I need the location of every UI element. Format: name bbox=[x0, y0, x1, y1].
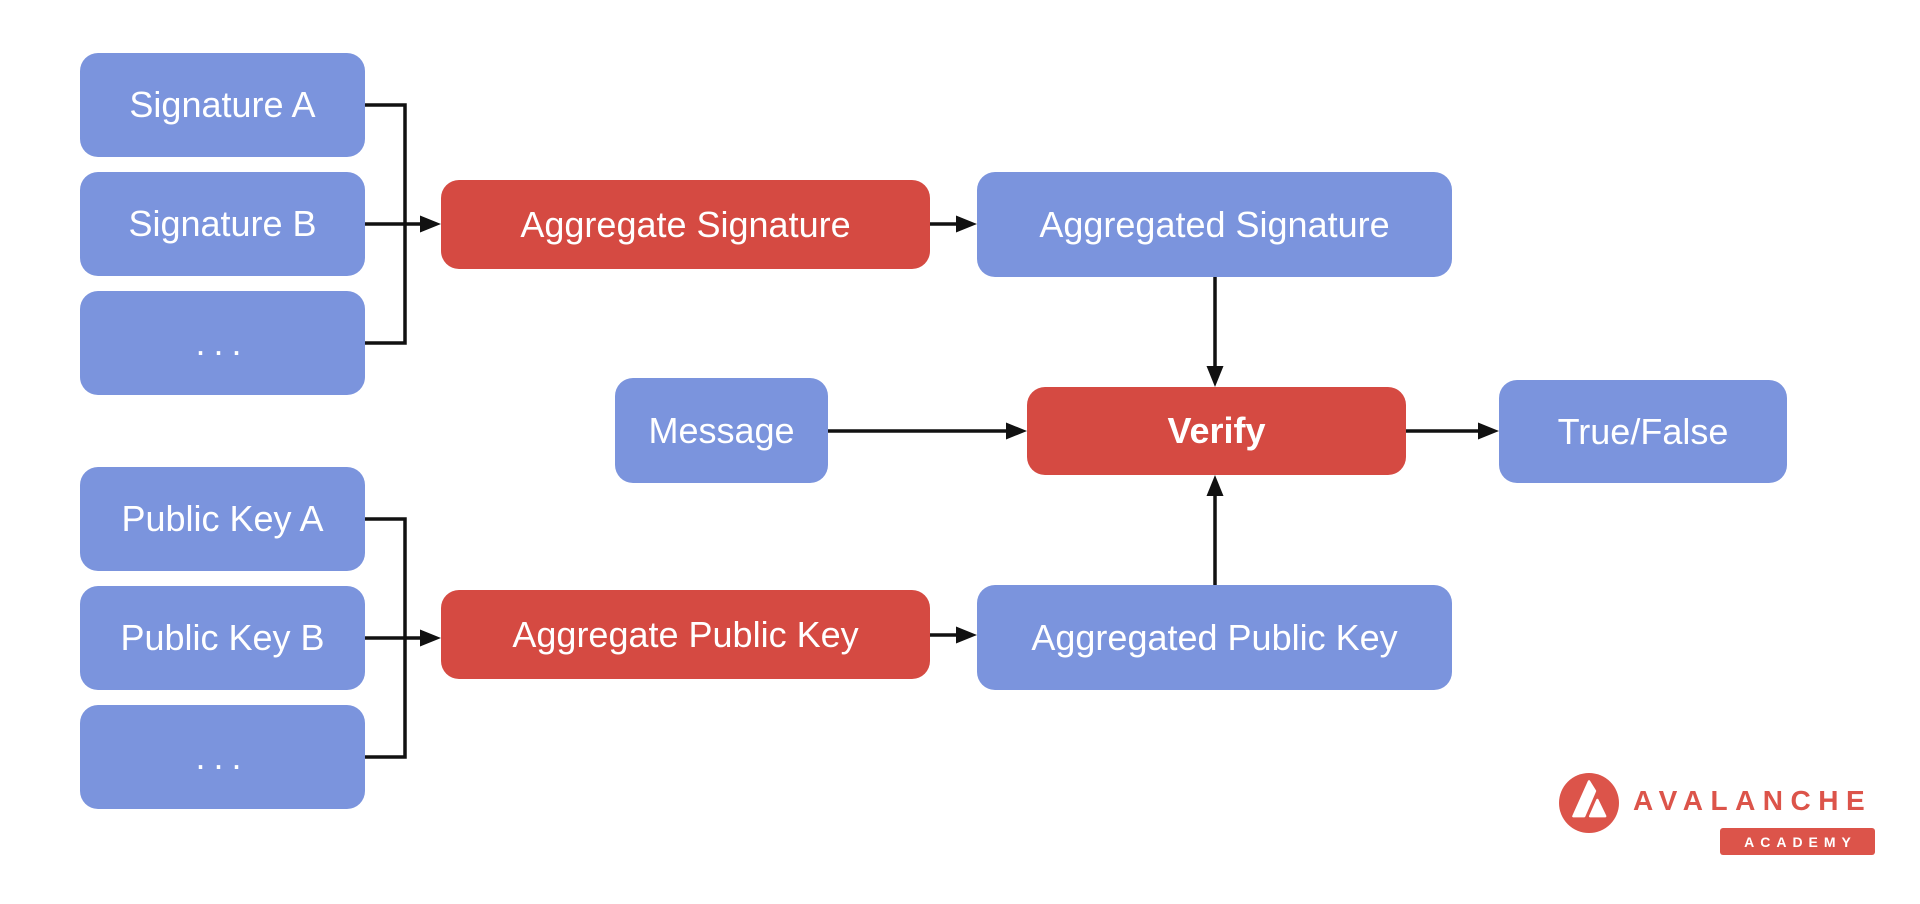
node-signature-more: ... bbox=[80, 291, 365, 395]
logo-brand-text: AVALANCHE bbox=[1633, 785, 1873, 816]
avalanche-academy-logo: AVALANCHE ACADEMY bbox=[1559, 773, 1889, 863]
node-verify: Verify bbox=[1027, 387, 1406, 475]
node-label: True/False bbox=[1557, 410, 1729, 452]
edge-aggdsig-verify-arrowhead bbox=[1206, 366, 1224, 387]
node-label: Public Key A bbox=[121, 498, 324, 539]
node-label: Message bbox=[648, 409, 795, 451]
edge-message-verify-arrowhead bbox=[1006, 422, 1027, 440]
node-public-key-more: ... bbox=[80, 705, 365, 809]
edge-aggsig-arrowhead bbox=[956, 215, 977, 233]
node-label: Signature A bbox=[129, 84, 316, 125]
node-true-false: True/False bbox=[1499, 380, 1787, 483]
node-public-key-b: Public Key B bbox=[80, 586, 365, 690]
edge-public-key-b-arrowhead bbox=[420, 629, 441, 647]
logo-academy-badge: ACADEMY bbox=[1720, 828, 1875, 855]
node-aggregated-signature: Aggregated Signature bbox=[977, 172, 1452, 277]
node-aggregated-public-key: Aggregated Public Key bbox=[977, 585, 1452, 690]
node-label: ... bbox=[195, 736, 250, 777]
node-label: Aggregate Public Key bbox=[512, 613, 859, 655]
node-label: Aggregated Public Key bbox=[1031, 616, 1398, 658]
avalanche-logo-icon bbox=[1559, 773, 1619, 833]
edge-aggdpk-verify-arrowhead bbox=[1206, 475, 1224, 496]
edge-verify-truefalse-arrowhead bbox=[1478, 422, 1499, 440]
node-signature-a: Signature A bbox=[80, 53, 365, 157]
node-message: Message bbox=[615, 378, 828, 483]
node-aggregate-signature: Aggregate Signature bbox=[441, 180, 930, 269]
edge-aggpk-arrowhead bbox=[956, 626, 977, 644]
node-label: ... bbox=[195, 322, 250, 363]
node-public-key-a: Public Key A bbox=[80, 467, 365, 571]
node-signature-b: Signature B bbox=[80, 172, 365, 276]
node-label: Signature B bbox=[128, 203, 317, 244]
edge-signature-b-arrowhead bbox=[420, 215, 441, 233]
node-aggregate-public-key: Aggregate Public Key bbox=[441, 590, 930, 679]
node-label: Aggregated Signature bbox=[1039, 203, 1390, 245]
node-label: Verify bbox=[1167, 410, 1266, 451]
node-label: Aggregate Signature bbox=[520, 203, 851, 245]
node-label: Public Key B bbox=[120, 617, 325, 658]
